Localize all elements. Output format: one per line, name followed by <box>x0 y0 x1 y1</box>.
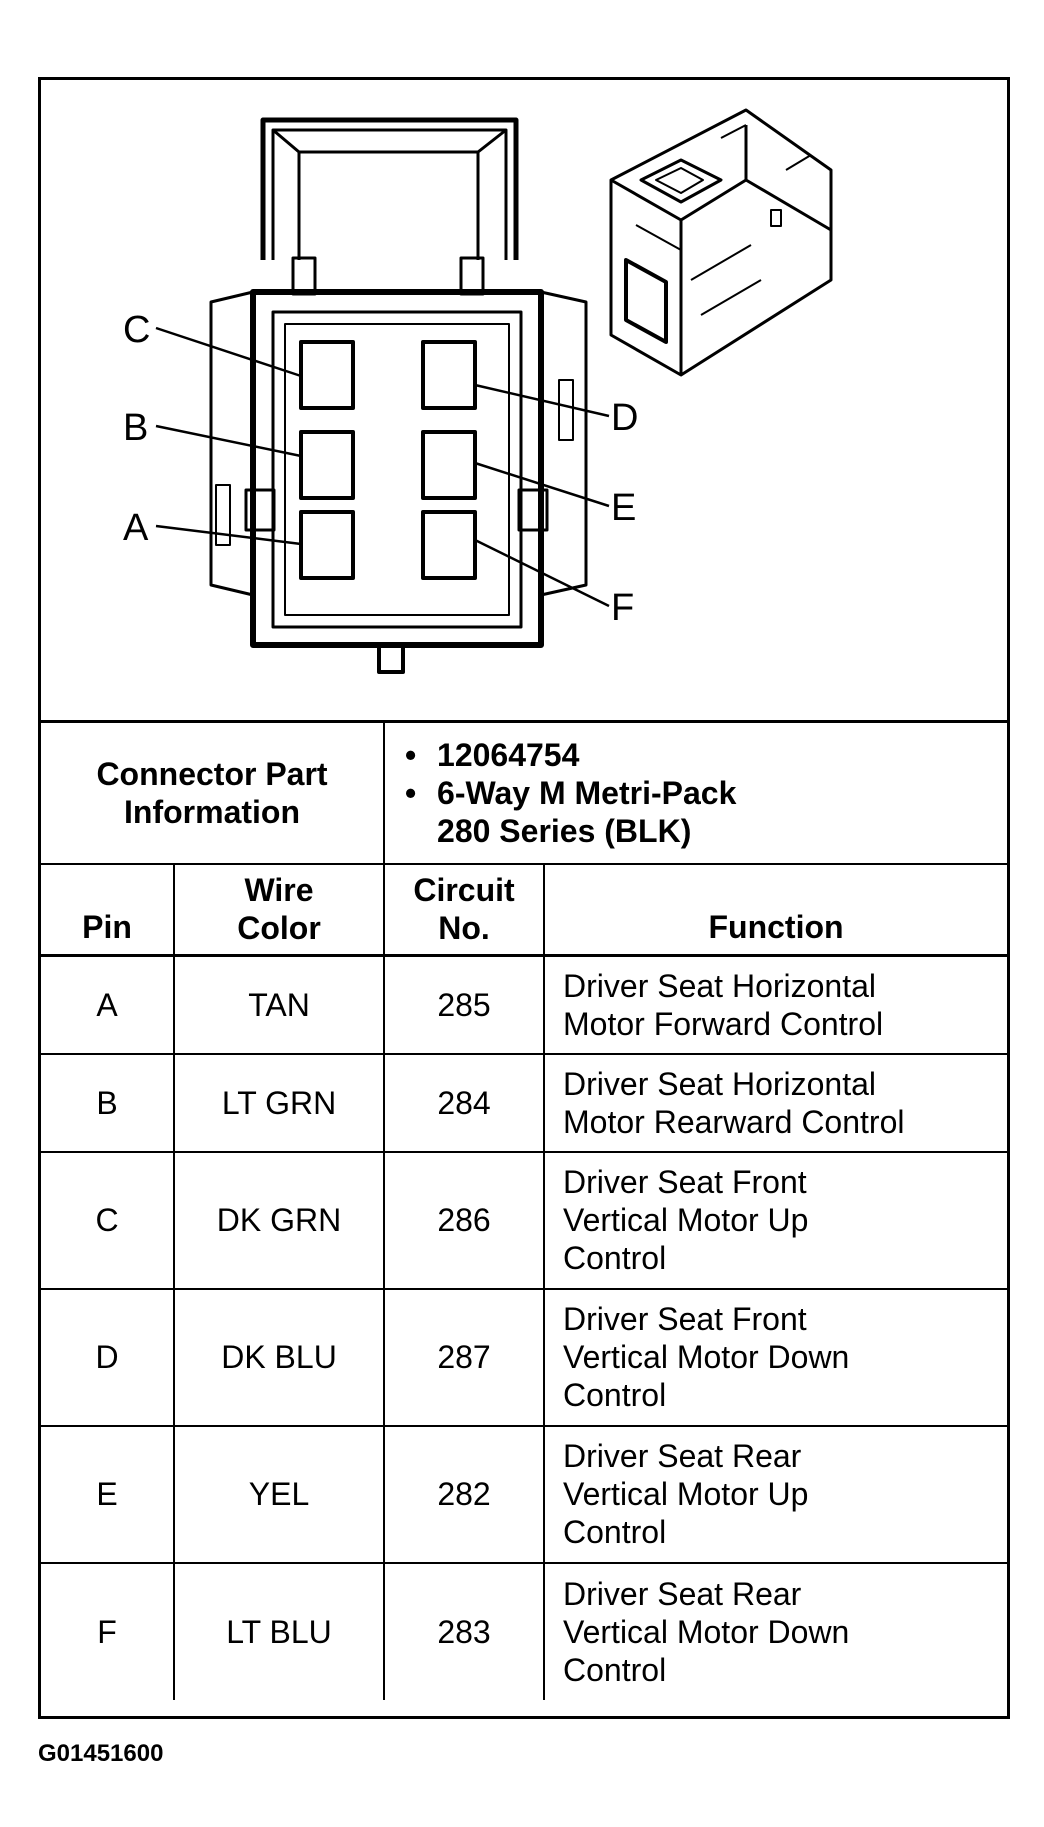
circuit-cell: 286 <box>383 1150 546 1290</box>
function-line: Vertical Motor Down <box>563 1613 850 1650</box>
wire-color-cell: TAN <box>172 954 386 1055</box>
wire-color-cell: LT GRN <box>172 1052 386 1153</box>
wire-color-cell: DK BLU <box>172 1287 386 1427</box>
connector-housing <box>209 289 588 674</box>
circuit-cell: 283 <box>383 1561 546 1700</box>
cavity-f <box>421 510 477 580</box>
function-line: Control <box>563 1240 667 1276</box>
wire-color-cell: YEL <box>172 1424 386 1564</box>
function-line: Control <box>563 1651 667 1688</box>
function-line: Driver Seat Rear <box>563 1438 802 1474</box>
function-line: Motor Forward Control <box>563 1005 884 1042</box>
function-line: Driver Seat Front <box>563 1301 807 1337</box>
cavity-e <box>421 430 477 500</box>
wire-color-cell: LT BLU <box>172 1561 386 1700</box>
leader-line-b <box>155 424 302 458</box>
cavity-b <box>299 430 355 500</box>
function-line: Driver Seat Horizontal <box>563 967 877 1004</box>
wire-color-cell: DK GRN <box>172 1150 386 1290</box>
connector-figure-frame: C B A D E F <box>38 77 1010 1719</box>
pin-cell: E <box>41 1424 175 1564</box>
header-pin: Pin <box>41 862 175 956</box>
connector-isometric-view <box>609 108 833 377</box>
pin-label-e: E <box>611 487 636 529</box>
pin-cell: F <box>41 1561 175 1700</box>
leader-line-d <box>474 383 610 418</box>
pin-cell: C <box>41 1150 175 1290</box>
circuit-cell: 287 <box>383 1287 546 1427</box>
function-line: Motor Rearward Control <box>563 1103 905 1140</box>
header-function: Function <box>543 862 1008 956</box>
cavity-a <box>299 510 355 580</box>
function-line: Vertical Motor Up <box>563 1202 809 1238</box>
function-line: Driver Seat Horizontal <box>563 1065 877 1102</box>
function-line: Driver Seat Rear <box>563 1575 802 1612</box>
pin-cell: D <box>41 1287 175 1427</box>
leader-line-e <box>474 461 610 508</box>
figure-id: G01451600 <box>38 1740 164 1767</box>
function-line: Vertical Motor Down <box>563 1339 850 1375</box>
connector-face-diagram: C B A D E F <box>123 108 833 674</box>
cavity-c <box>299 340 355 410</box>
connector-pinout-table: Connector Part Information 12064754 6-Wa… <box>41 720 1008 1700</box>
table-header-row: Pin Wire Color Circuit No. Function <box>41 862 1008 956</box>
header-circuit-no: Circuit No. <box>383 862 546 956</box>
function-line: Control <box>563 1377 667 1413</box>
leader-line-f <box>474 538 610 608</box>
function-line: Vertical Motor Up <box>563 1476 809 1512</box>
leader-line-a <box>155 524 302 546</box>
circuit-cell: 285 <box>383 954 546 1055</box>
part-description: 6-Way M Metri-Pack 280 Series (BLK) <box>401 774 991 850</box>
header-wire-color: Wire Color <box>172 862 386 956</box>
pin-label-c: C <box>123 309 150 351</box>
pin-label-a: A <box>123 507 149 549</box>
connector-latch <box>260 117 519 296</box>
circuit-cell: 282 <box>383 1424 546 1564</box>
cavity-d <box>421 340 477 410</box>
circuit-cell: 284 <box>383 1052 546 1153</box>
part-number: 12064754 <box>401 736 991 774</box>
pin-label-d: D <box>611 397 638 439</box>
connector-part-info-row: Connector Part Information 12064754 6-Wa… <box>41 720 1008 865</box>
function-line: Driver Seat Front <box>563 1164 807 1200</box>
connector-part-info-label: Connector Part Information <box>41 720 386 865</box>
pin-label-b: B <box>123 407 148 449</box>
pin-label-f: F <box>611 587 634 629</box>
pin-cell: B <box>41 1052 175 1153</box>
pin-cell: A <box>41 954 175 1055</box>
leader-line-c <box>155 326 302 378</box>
connector-part-info-values: 12064754 6-Way M Metri-Pack 280 Series (… <box>383 720 1008 865</box>
function-line: Control <box>563 1514 667 1550</box>
